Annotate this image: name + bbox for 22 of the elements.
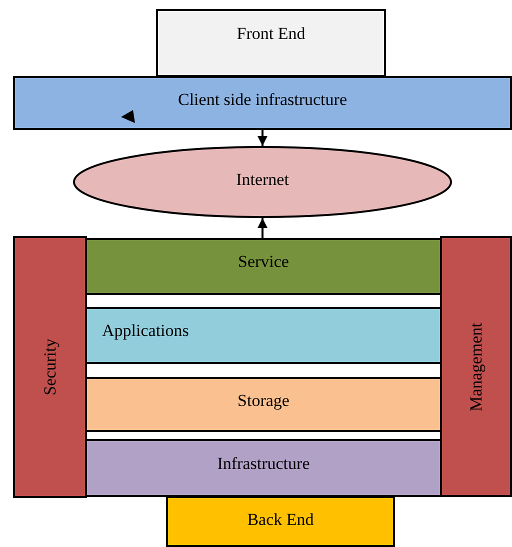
side-panel (13, 236, 87, 498)
node-label: Storage (238, 391, 290, 411)
layer-box (156, 9, 386, 77)
layer-box (166, 496, 395, 547)
node-label: Front End (236, 24, 306, 44)
layer-box (85, 377, 442, 432)
node-label: Internet (236, 170, 289, 190)
node-label: Service (238, 252, 289, 272)
node-label: Client side infrastructure (178, 90, 347, 110)
side-panel (440, 236, 512, 497)
arrow (258, 130, 268, 146)
layer-box (85, 307, 442, 364)
node-label: Security (40, 338, 60, 396)
layer-box (13, 76, 512, 130)
layer-box (85, 439, 442, 497)
node-label: Applications (102, 321, 189, 341)
node-label: Infrastructure (217, 454, 310, 474)
layer-box (85, 238, 442, 295)
arrow (258, 218, 268, 238)
node-label: Management (466, 322, 486, 411)
network-ellipse (73, 146, 452, 218)
node-label: Back End (247, 510, 314, 530)
